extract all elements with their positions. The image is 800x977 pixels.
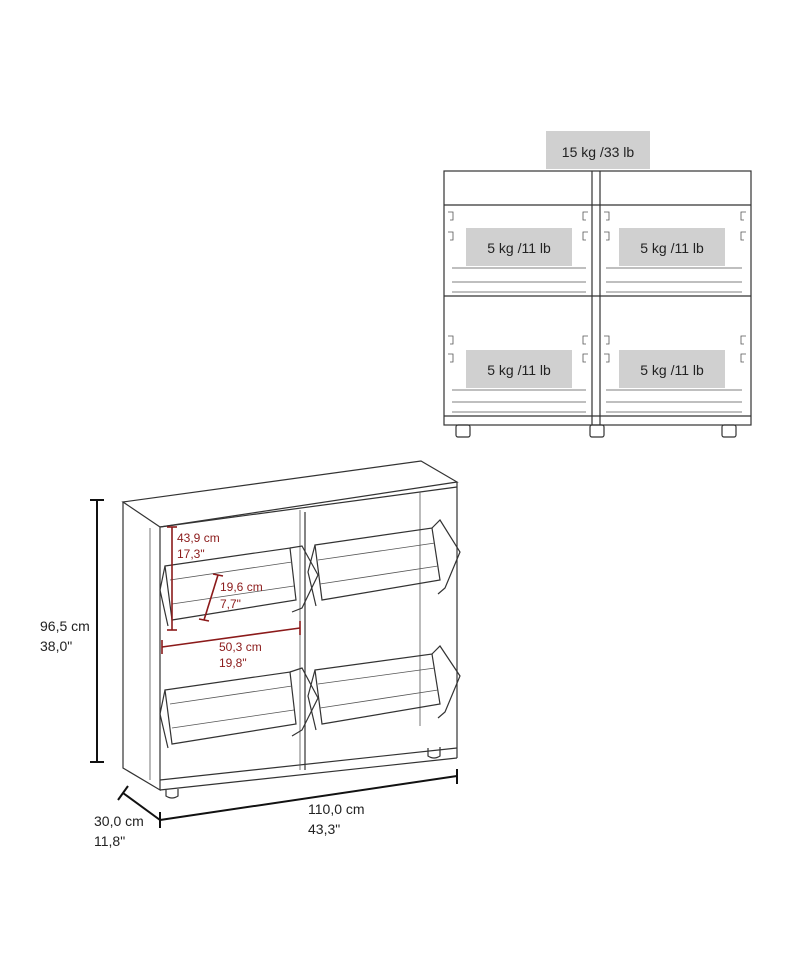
lower-right-weight-label: 5 kg /11 lb — [640, 362, 704, 378]
cabinet-left-side — [122, 502, 161, 792]
drawer-height-dimension — [167, 526, 177, 631]
width-in-label: 43,3" — [308, 821, 340, 837]
foot-center — [589, 424, 605, 438]
upper-right-weight-label: 5 kg /11 lb — [640, 240, 704, 256]
drawer-width-in-label: 19,8" — [219, 656, 247, 670]
depth-dimension — [117, 785, 161, 821]
drawer-depth-cm-label: 19,6 cm — [220, 580, 263, 594]
lower-left-weight-label: 5 kg /11 lb — [487, 362, 551, 378]
drawer-width-cm-label: 50,3 cm — [219, 640, 262, 654]
perspective-drawer-lower-left — [159, 667, 319, 749]
depth-cm-label: 30,0 cm — [94, 813, 144, 829]
lower-right-drawer — [604, 335, 746, 413]
upper-left-drawer — [448, 211, 588, 293]
drawer-height-in-label: 17,3" — [177, 547, 205, 561]
foot-right — [721, 424, 737, 438]
lower-left-weight-box — [466, 350, 572, 388]
width-dimension — [159, 769, 458, 828]
foot-left — [455, 424, 471, 438]
height-dimension — [90, 499, 104, 763]
lower-left-drawer — [448, 335, 588, 413]
drawer-width-dimension — [161, 621, 301, 654]
top-weight-label: 15 kg /33 lb — [562, 144, 635, 160]
perspective-foot-right — [427, 747, 441, 759]
lower-right-weight-box — [619, 350, 725, 388]
upper-left-weight-label: 5 kg /11 lb — [487, 240, 551, 256]
height-cm-label: 96,5 cm — [40, 618, 90, 634]
height-in-label: 38,0" — [40, 638, 72, 654]
perspective-view — [121, 460, 461, 799]
front-view: 15 kg /33 lb 5 kg /11 lb 5 kg /11 lb — [443, 131, 752, 438]
perspective-drawer-lower-right — [307, 645, 461, 731]
upper-left-weight-box — [466, 228, 572, 266]
drawer-height-cm-label: 43,9 cm — [177, 531, 220, 545]
depth-in-label: 11,8" — [94, 833, 125, 849]
perspective-foot-left — [165, 789, 179, 799]
top-weight-box — [546, 131, 650, 169]
drawer-depth-dimension — [198, 573, 224, 622]
perspective-drawer-upper-right — [307, 519, 461, 607]
upper-right-weight-box — [619, 228, 725, 266]
drawer-depth-in-label: 7,7" — [220, 597, 241, 611]
width-cm-label: 110,0 cm — [308, 801, 365, 817]
perspective-drawer-upper-left — [159, 545, 319, 627]
upper-right-drawer — [604, 211, 746, 293]
